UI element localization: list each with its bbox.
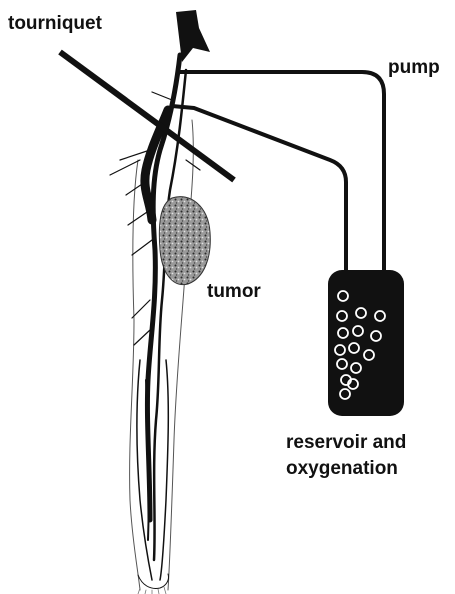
leg-outline-right [168, 120, 193, 590]
foot-outline [138, 574, 169, 588]
reservoir-canister-icon [328, 270, 404, 416]
reservoir-label-line-2: oxygenation [286, 456, 406, 482]
lower-vessel-2 [160, 360, 168, 580]
reservoir-label-line-1: reservoir and [286, 430, 406, 456]
tumor-label: tumor [207, 282, 261, 301]
tumor-mass [159, 197, 210, 285]
pump-label: pump [388, 58, 440, 77]
reservoir-label: reservoir and oxygenation [286, 430, 406, 482]
tourniquet-label: tourniquet [8, 14, 102, 33]
